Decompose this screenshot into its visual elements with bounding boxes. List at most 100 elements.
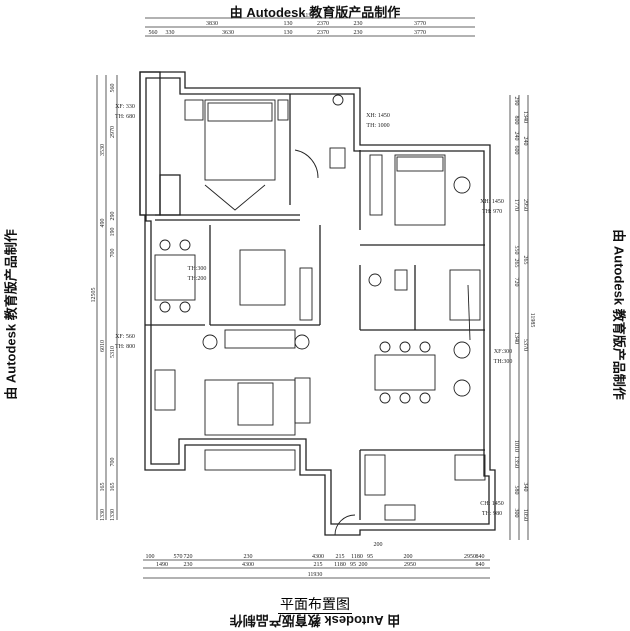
dim-right: 600 [513,146,519,155]
dim-left: 560 [110,84,116,93]
stove [154,254,196,301]
dim-left: 700 [110,458,116,467]
dim-top: 230 [354,30,363,36]
dim-bottom: 720 [184,554,193,560]
dim-top: 3830 [206,21,218,27]
toilet [329,147,346,169]
dim-bottom: 230 [244,554,253,560]
room-label-line: TH:300 [188,266,207,272]
dim-right: 800 [513,116,519,125]
dim-left: 165 [100,483,106,492]
dim-bottom: 2950 [464,554,476,560]
dim-left: 6010 [100,340,106,352]
dim-left: 1330 [110,509,116,521]
room-label-line: XH: 1450 [480,199,504,205]
dim-top: 130 [284,30,293,36]
dim-bottom: 215 [314,562,323,568]
bed-master [204,99,276,181]
dim-right: 550 [513,246,519,255]
dim-bottom: 95 [367,554,373,560]
dim-top-total: 11510 [303,13,318,19]
room-label-line: XF: 560 [115,334,135,340]
dim-right-total: 11985 [529,313,535,328]
drawing-title: 平面布置图 [0,594,630,614]
dim-right: 240 [522,137,528,146]
room-label-line: TH: 970 [482,209,502,215]
bed-second [394,154,446,226]
dim-top: 230 [354,21,363,27]
dim-right: 5370 [522,339,528,351]
dim-top: 3770 [414,30,426,36]
watermark-top: 由 Autodesk 教育版产品制作 [229,5,401,20]
dim-left: 290 [110,212,116,221]
dim-bottom: 215 [336,554,345,560]
dim-bottom: 100 [146,554,155,560]
dim-left-total: 12505 [91,288,97,303]
dim-bottom: 570 [174,554,183,560]
dim-bottom: 230 [184,562,193,568]
dim-left: 700 [110,249,116,258]
dim-bottom: 1180 [334,562,346,568]
dim-right: 265 [513,259,519,268]
dim-left: 1330 [100,509,106,521]
dim-right: 290 [513,97,519,106]
dim-right: 1340 [522,111,528,123]
dim-top: 560 [149,30,158,36]
dim-bottom: 1490 [156,562,168,568]
dim-bottom: 95 [350,562,356,568]
room-label-line: XH: 1450 [366,113,390,119]
dim-right: 240 [513,132,519,141]
dim-right: 1050 [522,509,528,521]
furniture [154,94,486,536]
dim-right: 300 [513,509,519,518]
drawing-title-text: 平面布置图 [278,597,352,614]
room-label-line: CH: 1450 [480,501,504,507]
dim-bottom: 200 [404,554,413,560]
dim-bottom: 200 [359,562,368,568]
dim-bottom: 840 [476,554,485,560]
walls [139,71,496,536]
dimension-text: 11510 3830 130 2370 230 3770 560 330 3630 130 2370… [91,13,535,578]
dim-top: 330 [166,30,175,36]
dim-top: 130 [284,21,293,27]
dining-table [374,354,436,391]
sofa-set [204,379,296,436]
dim-left: 2970 [110,126,116,138]
room-label-line: TH: 800 [115,344,135,350]
room-label-line: XF:300 [494,349,512,355]
dim-right: 580 [513,486,519,495]
dim-bottom-door: 200 [374,542,383,548]
dimension-lines [96,17,529,579]
dim-bottom: 840 [476,562,485,568]
dim-left: 165 [110,483,116,492]
dim-left: 5310 [110,346,116,358]
room-label-line: TH:300 [494,359,513,365]
dim-right: 1010 [513,440,519,452]
dim-top: 2370 [317,21,329,27]
dim-right: 340 [522,483,528,492]
room-label-line: TH: 680 [115,114,135,120]
dim-bottom: 1180 [351,554,363,560]
dim-right: 2950 [522,199,528,211]
dim-left: 3530 [100,144,106,156]
dim-bottom: 4300 [242,562,254,568]
room-label-line: TH: 1000 [366,123,389,129]
dim-bottom: 2950 [404,562,416,568]
cooktop [384,504,416,521]
dim-right: 1340 [513,332,519,344]
dim-left: 490 [100,219,106,228]
room-label-line: XF: 330 [115,104,135,110]
dim-top: 2370 [317,30,329,36]
dim-top: 3630 [222,30,234,36]
dim-top: 3770 [414,21,426,27]
dim-right: 1770 [513,199,519,211]
room-label-line: TH:200 [188,276,207,282]
dim-bottom: 4300 [312,554,324,560]
bed-third [239,249,286,306]
dim-right: 265 [522,256,528,265]
dim-bottom-total: 11930 [308,572,323,578]
dim-left: 190 [110,228,116,237]
dim-right: 720 [513,278,519,287]
